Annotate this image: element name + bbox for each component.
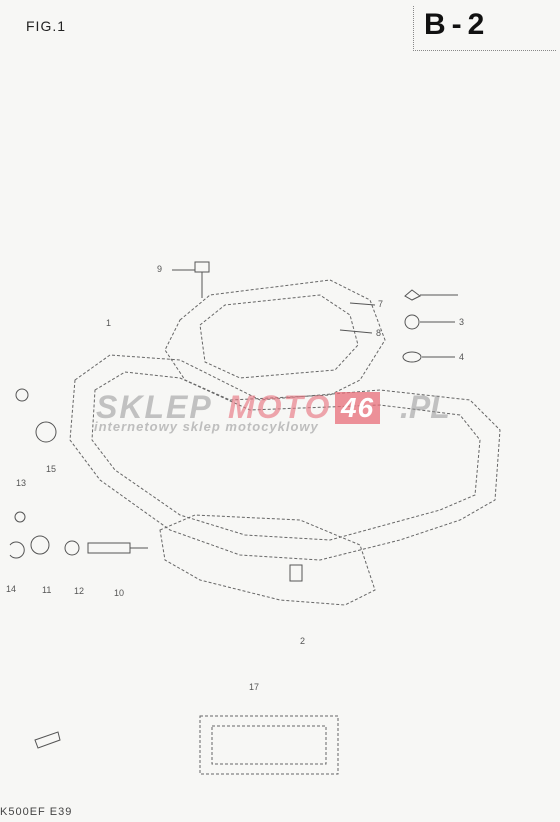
part-left-bolt <box>15 388 29 402</box>
part-4-seal <box>402 351 422 363</box>
part-top-cap <box>404 289 421 301</box>
gasket-lower <box>159 514 376 606</box>
part-washer-11 <box>30 535 50 555</box>
section-code: B-2 <box>424 8 491 41</box>
callout-12: 12 <box>74 586 85 596</box>
part-sensor-10 <box>87 542 131 554</box>
callout-15: 15 <box>46 464 57 474</box>
badge-plate-inner <box>211 725 327 765</box>
callout-13: 13 <box>16 478 27 488</box>
leader-7 <box>349 302 376 306</box>
callout-3: 3 <box>459 317 465 327</box>
part-bolt-lower <box>14 511 26 523</box>
watermark-brand-number: 46 <box>335 392 381 424</box>
callout-7: 7 <box>378 299 384 309</box>
head-cover-upper <box>164 279 386 401</box>
callout-14: 14 <box>6 584 17 594</box>
part-left-washer <box>35 421 57 443</box>
callout-17: 17 <box>249 682 260 692</box>
part-lower-bolt <box>289 564 303 582</box>
section-box <box>413 6 556 51</box>
callout-4: 4 <box>459 352 465 362</box>
leader-8 <box>339 329 373 334</box>
callout-1: 1 <box>106 318 112 328</box>
model-code: K500EF E39 <box>0 806 73 818</box>
badge-plate <box>199 715 339 775</box>
part-washer-12 <box>64 540 80 556</box>
callout-8: 8 <box>376 328 382 338</box>
valve-cover-inner <box>91 371 481 541</box>
watermark-brand-part2: MOTO <box>228 389 332 425</box>
watermark-tagline: internetowy sklep motocyklowy <box>94 419 319 434</box>
valve-cover-main <box>69 354 501 561</box>
watermark-brand-part1: SKLEP <box>96 389 213 425</box>
callout-11: 11 <box>42 585 52 595</box>
fwd-arrow-icon <box>34 731 61 749</box>
callout-2: 2 <box>300 636 306 646</box>
part-clip-14 <box>9 541 25 559</box>
figure-label: FIG.1 <box>26 18 67 34</box>
watermark-brand-suffix: .PL <box>400 389 450 425</box>
part-3-ring <box>404 314 420 330</box>
callout-10: 10 <box>114 588 125 598</box>
callout-9: 9 <box>157 264 163 274</box>
bolt-9-head <box>194 261 210 273</box>
head-cover-upper-inner <box>199 294 359 379</box>
